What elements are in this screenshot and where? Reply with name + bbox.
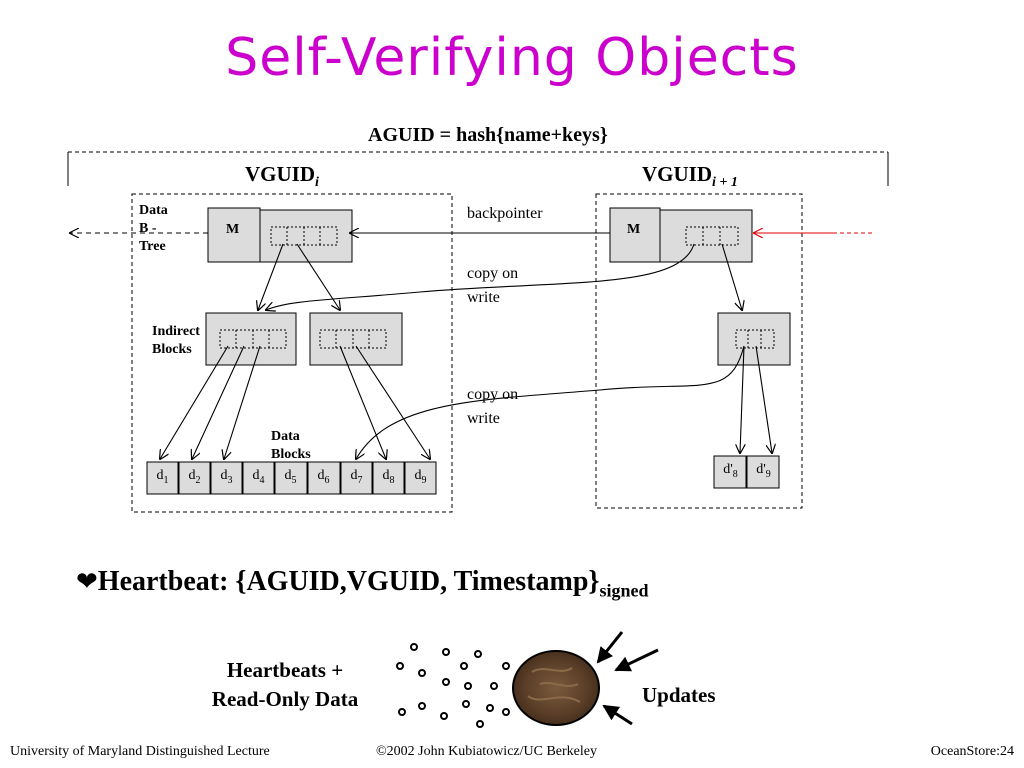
vguid-i1-container [595,193,803,509]
metadata-right: M [627,222,641,237]
heartbeats-readonly-label: Heartbeats + Read-Only Data [211,658,359,711]
data-block-d3: d3 [220,468,233,486]
footer-left: University of Maryland Distinguished Lec… [10,744,270,759]
aguid-bracket [67,151,889,186]
heartbeat-bullet: ❤Heartbeat: {AGUID,VGUID, Timestamp}sign… [76,566,649,602]
tree-arrows [70,233,772,459]
data-block-d6: d6 [317,468,330,486]
metadata-left: M [226,222,240,237]
data-block-d2: d2 [188,468,201,486]
root-block-right [609,207,753,263]
heartbeat-text: Heartbeat: {AGUID,VGUID, Timestamp} [97,566,600,597]
copy-on-write-label-2: copy on write [467,386,519,427]
copy-on-write-label-1: copy on write [467,265,519,306]
vguid-i-label: VGUIDi [245,162,319,191]
data-block-d8: d8 [382,468,395,486]
data-block-d7: d7 [350,468,363,486]
data-block-d4: d4 [252,468,265,486]
block-d9-prime: d'9 [756,462,771,480]
vguid-i-container [131,193,453,513]
indirect-blocks-label: Indirect Blocks [152,324,200,357]
root-block-left [207,207,353,263]
slide-title: Self-Verifying Objects [225,28,799,88]
updates-label: Updates [642,683,716,707]
aguid-label: AGUID = hash{name+keys} [368,124,608,146]
heartbeat-dots [396,643,510,728]
indirect-block-right [717,312,791,366]
footer-right: OceanStore:24 [930,744,1014,759]
heart-icon: ❤ [76,567,98,597]
data-btree-label: Data B -Tree [139,203,168,254]
block-d8-prime: d'8 [723,462,738,480]
data-block-d1: d1 [156,468,169,486]
data-block-d9: d9 [414,468,427,486]
data-blocks-label: Data Blocks [271,429,311,462]
footer-center: ©2002 John Kubiatowicz/UC Berkeley [376,744,597,759]
heartbeat-subscript: signed [599,580,649,601]
indirect-block-2 [309,312,403,366]
data-blocks-left [146,461,437,495]
backpointer-label: backpointer [467,205,543,222]
indirect-block-1 [205,312,297,366]
storage-blob-icon [512,650,600,726]
data-blocks-right [713,455,780,489]
data-block-d5: d5 [284,468,297,486]
vguid-i1-label: VGUIDi + 1 [642,162,738,191]
update-arrows [596,631,659,726]
